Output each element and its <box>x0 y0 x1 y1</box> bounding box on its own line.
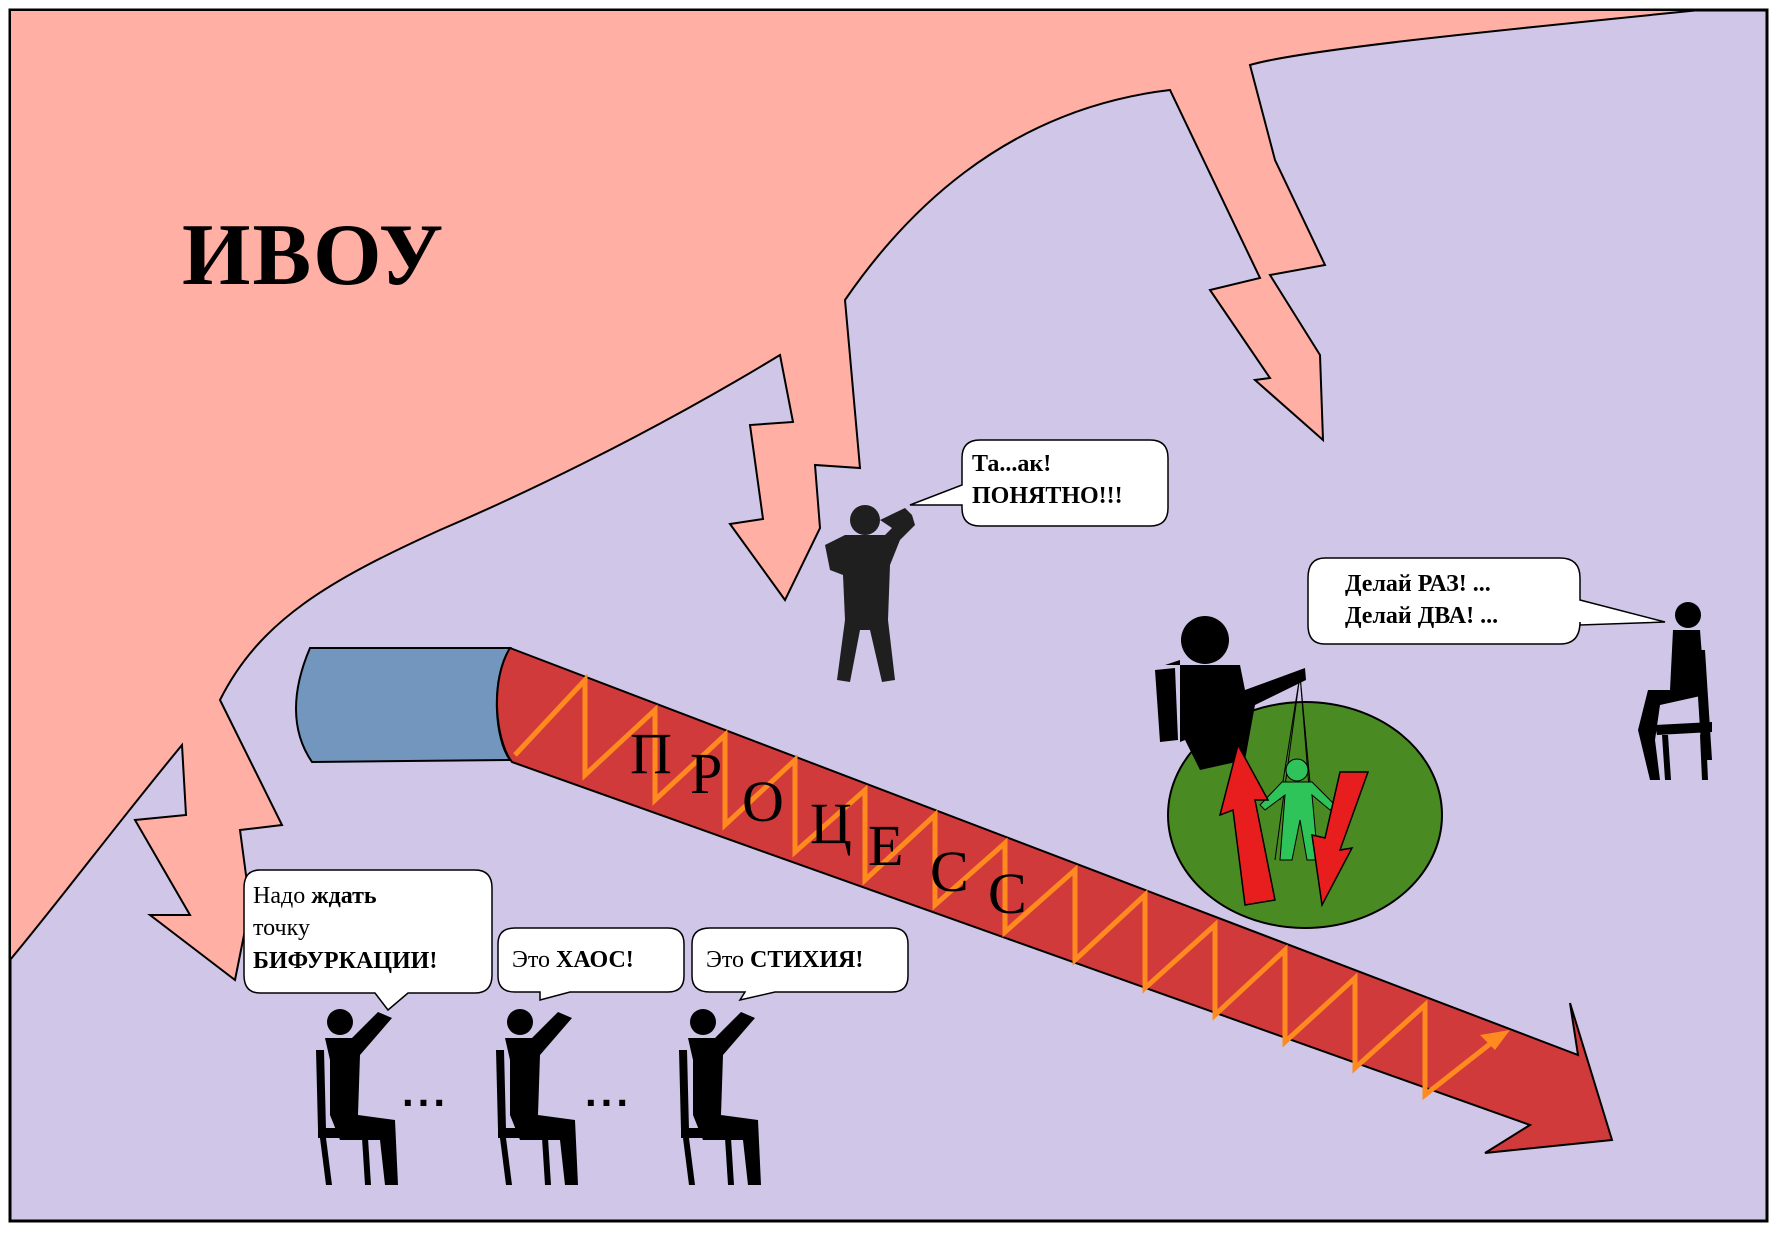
zigzag-arrowhead <box>1480 1030 1510 1050</box>
process-letter-7: С <box>988 861 1027 926</box>
bubble-student3-text: Это СТИХИЯ! <box>706 944 863 976</box>
process-letter-1: П <box>630 721 672 786</box>
process-letter-6: С <box>930 839 969 904</box>
student-figure-1 <box>316 1009 398 1185</box>
puppeteer-figure <box>1155 616 1306 770</box>
teacher-figure <box>1638 602 1712 780</box>
bubble-boss-line2: ПОНЯТНО!!! <box>972 483 1123 510</box>
bubble-student1-bold1: ждать <box>311 883 377 909</box>
ellipsis-1: ... <box>402 1068 450 1115</box>
bubble-boss-shape <box>909 439 1169 527</box>
bubble-student3-shape <box>691 927 909 1002</box>
bubble-student2-bold: ХАОС! <box>556 947 634 973</box>
bubble-student1-text: Надо ждать точку БИФУРКАЦИИ! <box>253 880 437 977</box>
page-title: ИВОУ <box>182 207 446 304</box>
process-letter-3: О <box>742 769 784 834</box>
process-zigzag <box>513 673 1497 1101</box>
blue-block <box>295 647 512 764</box>
pink-region <box>9 9 1701 982</box>
bubble-boss-line1: Та...ак! <box>972 451 1052 477</box>
bubble-teacher-shape <box>1307 557 1666 645</box>
bubble-student2-shape <box>497 927 685 1001</box>
ellipsis-2: ... <box>585 1068 633 1115</box>
bubble-student3-bold: СТИХИЯ! <box>750 947 864 973</box>
student-figure-2 <box>496 1009 578 1185</box>
boss-figure <box>825 505 915 682</box>
bubble-student2-pre: Это <box>512 947 557 973</box>
bubble-teacher-text: Делай РАЗ! ... Делай ДВА! ... <box>1345 568 1498 633</box>
process-arrow <box>496 646 1614 1154</box>
bubble-student3-pre: Это <box>706 947 751 973</box>
bubble-boss-text: Та...ак! ПОНЯТНО!!! <box>972 448 1123 513</box>
bubble-student1-pre: Надо <box>253 883 312 909</box>
process-letter-4: Ц <box>810 791 852 856</box>
student-figure-3 <box>679 1009 761 1185</box>
red-down-arrow <box>1311 771 1370 908</box>
bubble-student1-shape <box>243 869 493 1012</box>
bubble-teacher-line2: Делай ДВА! ... <box>1345 603 1499 630</box>
bubble-student1-line2: точку <box>253 915 310 942</box>
process-letter-2: Р <box>690 741 723 806</box>
red-up-arrow <box>1218 742 1276 906</box>
process-letter-5: Е <box>868 813 904 878</box>
bubble-teacher-line1: Делай РАЗ! ... <box>1345 571 1491 597</box>
bubble-student2-text: Это ХАОС! <box>512 944 634 976</box>
bubble-student1-bold3: БИФУРКАЦИИ! <box>253 947 438 974</box>
